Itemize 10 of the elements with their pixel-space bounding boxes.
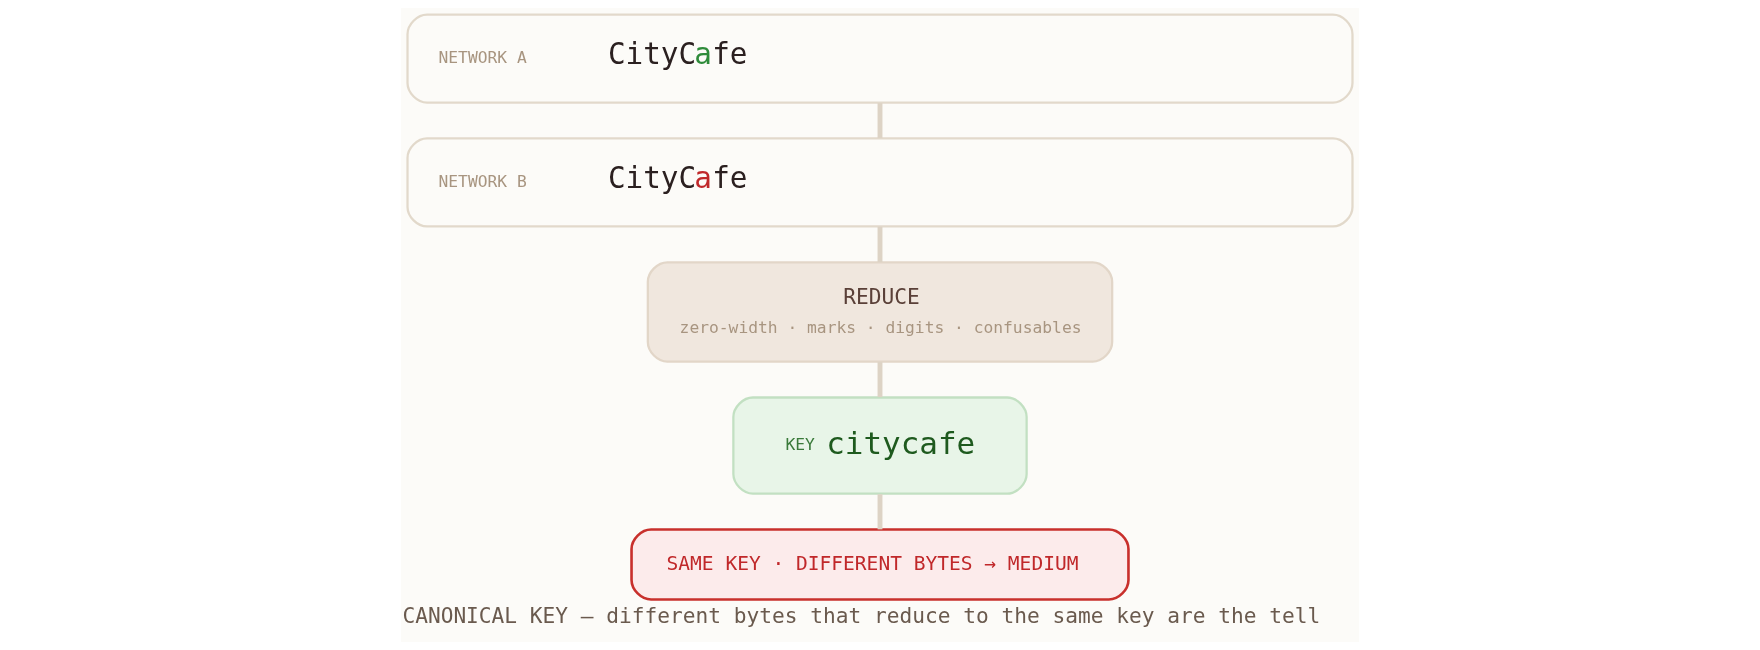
- node-box: SAME KEY · DIFFERENT BYTES → MEDIUM: [630, 528, 1130, 601]
- connector: [877, 362, 883, 398]
- connector: [877, 226, 883, 262]
- connector: [877, 103, 883, 139]
- caption: CANONICAL KEY — different bytes that reduce to the same key are the tell: [402, 602, 1321, 628]
- node-box: KEY citycafe: [732, 396, 1028, 495]
- node-box: NETWORK B CityCаfe: [406, 137, 1354, 228]
- node-box: REDUCE zero-width · marks · digits · confusables: [646, 261, 1114, 363]
- node-box: NETWORK A CityCafe: [406, 13, 1354, 104]
- connector: [877, 494, 883, 530]
